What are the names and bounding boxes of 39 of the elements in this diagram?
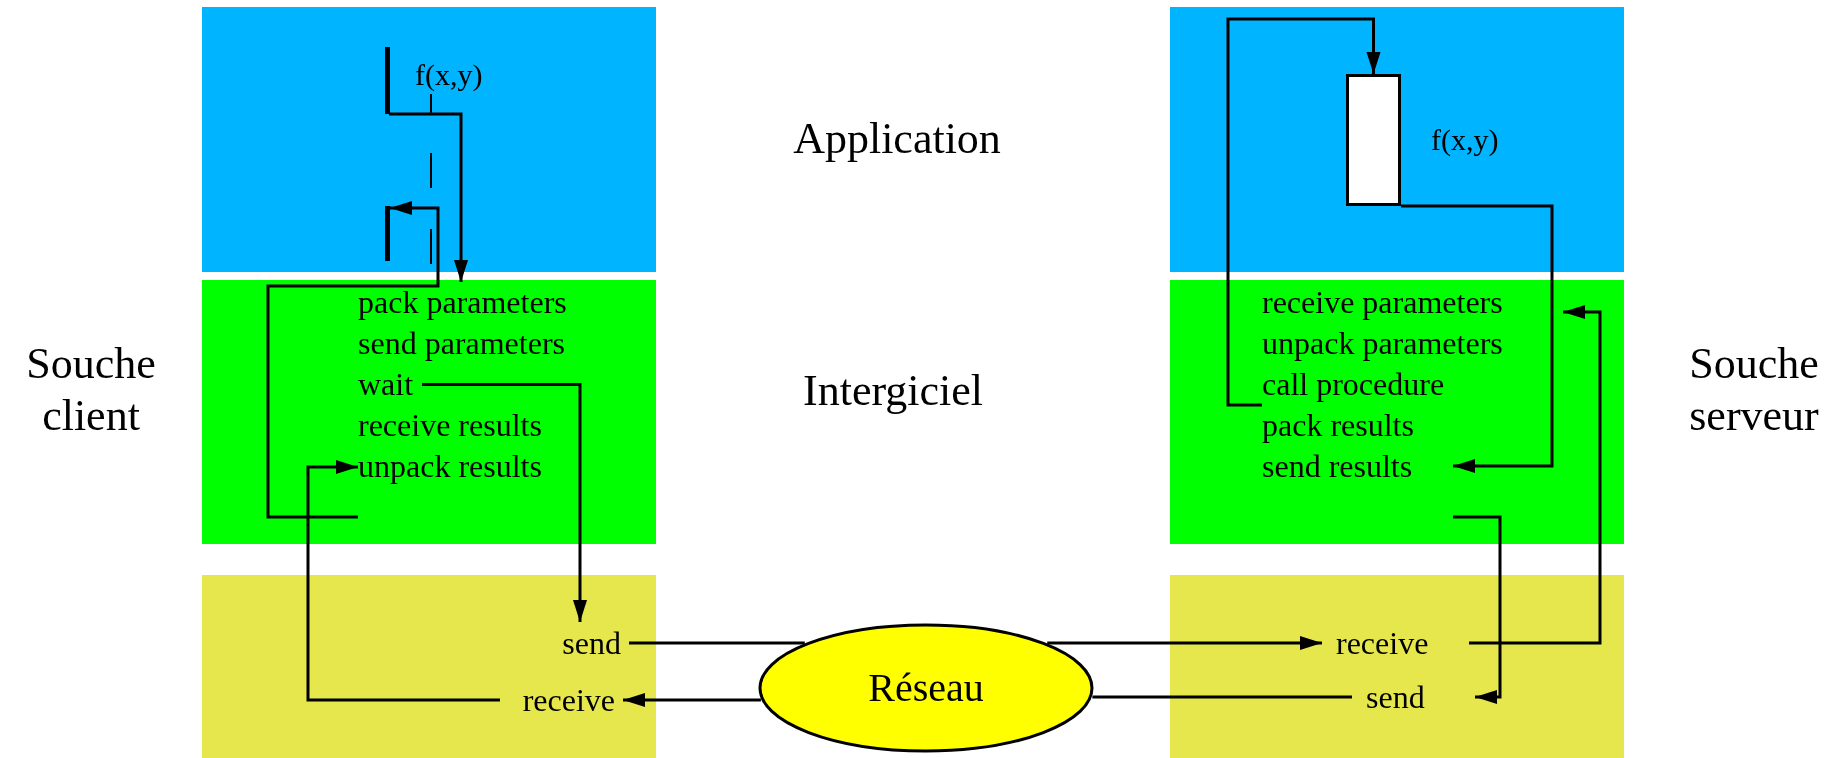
step-text: receive	[1322, 622, 1469, 664]
layer-band	[1170, 7, 1624, 272]
step-text: receive parameters	[1262, 282, 1563, 323]
step-text: wait	[358, 364, 422, 405]
arrow	[1226, 17, 1381, 407]
step-text: pack parameters	[358, 282, 578, 323]
activation-bar	[385, 206, 390, 261]
layer-title: Intergiciel	[802, 365, 984, 417]
network-ellipse	[758, 623, 1094, 753]
network-label: Réseau	[867, 664, 985, 712]
side-title: Souche client	[25, 338, 157, 442]
step-text: send results	[1262, 446, 1453, 517]
step-text: send	[540, 622, 629, 664]
arrow	[422, 383, 587, 622]
layer-band	[202, 7, 656, 272]
arrow	[1469, 305, 1602, 645]
arrow	[387, 112, 468, 282]
side-title: Souche serveur	[1688, 338, 1820, 442]
step-text: unpack parameters	[1262, 323, 1542, 364]
layer-band	[1170, 575, 1624, 758]
layer-band	[202, 280, 656, 544]
function-label: f(x,y)	[1431, 123, 1499, 157]
step-text: call procedure	[1262, 364, 1522, 405]
layer-band	[1170, 280, 1624, 544]
arrow	[1401, 204, 1554, 473]
arrow	[1453, 515, 1502, 704]
layer-band	[202, 575, 656, 758]
step-text: pack results	[1262, 405, 1502, 446]
function-label: f(x,y)	[415, 58, 483, 92]
step-text: receive	[500, 679, 623, 721]
arrow	[1047, 636, 1322, 650]
step-text: send	[1352, 676, 1475, 718]
step-text: send parameters	[358, 323, 578, 364]
arrow	[266, 201, 440, 519]
step-text: unpack results	[358, 446, 573, 517]
layer-title: Application	[792, 113, 1002, 165]
arrow	[623, 693, 761, 707]
step-text: receive results	[358, 405, 573, 446]
arrow	[306, 460, 500, 702]
